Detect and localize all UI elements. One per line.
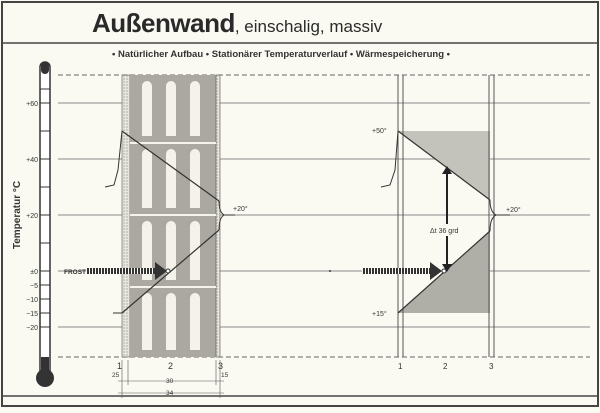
right-label-15: +15° <box>372 310 387 318</box>
outer-border <box>1 1 599 407</box>
page-title: Außenwand, einschalig, massiv <box>92 8 382 39</box>
dimension-lines <box>118 360 224 398</box>
brick-cavity <box>142 293 152 350</box>
dimension-labels: 25 30 15 34 <box>112 372 229 397</box>
delta-arrow <box>428 166 466 272</box>
brick-cavity <box>190 149 200 208</box>
dim-label: 25 <box>112 372 120 379</box>
tick-label: ±0 <box>30 269 38 276</box>
right-label-50: +50° <box>372 127 387 135</box>
tick-label: +60 <box>26 101 38 108</box>
dim-label: 15 <box>221 372 229 379</box>
temperature-line-lower <box>121 229 220 314</box>
thermometer-icon <box>36 61 54 387</box>
brick-cavity <box>166 149 176 208</box>
wall-section <box>121 74 221 358</box>
layer-label: 1 <box>117 361 122 371</box>
brick-cavity <box>166 81 176 136</box>
brick-cavity <box>190 293 200 350</box>
tick-label: −5 <box>30 283 38 290</box>
right-frost-point <box>441 268 447 274</box>
title-main: Außenwand <box>92 8 235 38</box>
layer-label: 3 <box>489 362 494 371</box>
plaster-outer <box>215 74 221 358</box>
tick-label: −20 <box>26 325 38 332</box>
frost-point <box>165 268 171 274</box>
brick-cavity <box>166 221 176 280</box>
right-frost-arrowhead <box>430 262 442 280</box>
frost-arrow <box>86 268 156 274</box>
tick-label: −10 <box>26 297 38 304</box>
left-layer-labels: 1 2 3 <box>117 361 223 371</box>
right-bracket-20 <box>489 199 510 232</box>
brick-cavity <box>142 81 152 136</box>
tick-label: −15 <box>26 311 38 318</box>
dim-label: 34 <box>166 390 174 397</box>
brick-cavity <box>190 81 200 136</box>
frost-arrowhead <box>155 262 167 280</box>
tick-label: +40 <box>26 157 38 164</box>
right-layer-labels: 1 2 3 <box>398 362 494 371</box>
temperature-line-upper <box>121 130 220 202</box>
title-sub: , einschalig, massiv <box>234 17 383 36</box>
tick-labels: +60 +40 +20 ±0 −5 −10 −15 −20 <box>26 101 38 332</box>
layer-label: 3 <box>218 361 223 371</box>
right-frost-arrow <box>362 268 430 274</box>
dot-mark <box>329 270 331 272</box>
tick-label: +20 <box>26 213 38 220</box>
right-label-20: +20° <box>506 206 521 214</box>
right-line-upper <box>397 130 491 201</box>
surface-curve <box>104 130 123 188</box>
subtitle: • Natürlicher Aufbau • Stationärer Tempe… <box>112 49 450 60</box>
brick-cavity <box>142 221 152 280</box>
plaster-inner <box>121 74 131 358</box>
brick-cavity <box>166 293 176 350</box>
delta-label: Δt 36 grd <box>430 228 459 235</box>
bracket-20 <box>218 200 235 231</box>
layer-label: 2 <box>168 361 173 371</box>
brick-cavity <box>142 149 152 208</box>
layer-label: 1 <box>398 362 403 371</box>
dim-label: 30 <box>166 378 174 385</box>
left-label-20: +20° <box>233 205 248 213</box>
right-surface-curve <box>380 130 399 188</box>
frost-label: FROST <box>64 269 86 276</box>
axis-label: Temperatur °C <box>12 181 23 249</box>
layer-label: 2 <box>443 362 448 371</box>
